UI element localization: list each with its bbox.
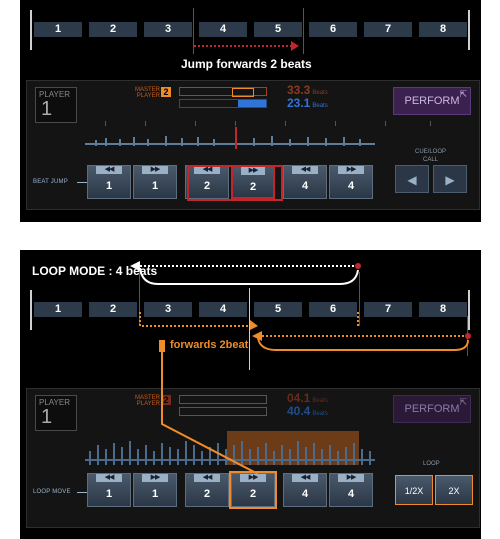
pad-1b[interactable]: ▶▶1 — [133, 165, 177, 199]
pad-4b[interactable]: ▶▶4 — [329, 473, 373, 507]
pad-group-4: ◀◀4 ▶▶4 — [283, 473, 373, 507]
beat-7: 7 — [364, 302, 412, 317]
loop-in-marker — [139, 272, 140, 326]
beat-5: 5 — [254, 22, 302, 37]
beat-ruler: 1 2 3 4 5 6 7 8 — [30, 10, 470, 50]
pad-group-1: ◀◀1 ▶▶1 — [87, 473, 177, 507]
pad-4a[interactable]: ◀◀4 — [283, 165, 327, 199]
jump-arrow-head — [291, 41, 299, 51]
blue-track-bar — [179, 99, 267, 108]
pad-2b-selected[interactable]: ▶▶2 — [231, 473, 275, 507]
jump-end-marker — [303, 8, 304, 54]
master-label: MASTER PLAYER — [135, 87, 161, 99]
ruler-right-edge — [468, 10, 470, 50]
beat-1: 1 — [34, 22, 82, 37]
pad-4b[interactable]: ▶▶4 — [329, 165, 373, 199]
tick-marks — [85, 121, 475, 127]
pad-group-2: ◀◀2 ▶▶2 — [185, 473, 275, 507]
new-loop-in-marker — [249, 288, 250, 370]
beat-2: 2 — [89, 302, 137, 317]
pad-1a[interactable]: ◀◀1 — [87, 473, 131, 507]
call-label: CALL — [423, 157, 439, 163]
perform-button[interactable]: PERFORM ⇱ — [393, 395, 471, 423]
pad-group-4: ◀◀4 ▶▶4 — [283, 165, 373, 199]
cue-call-left-button[interactable]: ◀ — [395, 165, 429, 193]
beat-5: 5 — [254, 302, 302, 317]
loop-mode-caption: LOOP MODE : 4 beats — [32, 264, 158, 278]
beat-4: 4 — [199, 302, 247, 317]
pad-1b[interactable]: ▶▶1 — [133, 473, 177, 507]
beat-6: 6 — [309, 22, 357, 37]
beat-1: 1 — [34, 302, 82, 317]
pad-2a[interactable]: ◀◀2 — [185, 165, 229, 199]
loop-buttons: 1/2X 2X — [395, 475, 475, 507]
pad-2b-selected[interactable]: ▶▶2 — [231, 165, 275, 199]
master-number: 2 — [161, 395, 171, 405]
jump-caption: Jump forwards 2 beats — [181, 57, 312, 71]
expand-icon: ⇱ — [459, 397, 467, 407]
loop-double-button[interactable]: 2X — [435, 475, 473, 505]
loop-move-arrows — [139, 312, 471, 351]
loop-half-button[interactable]: 1/2X — [395, 475, 433, 505]
gray-track-bar — [179, 395, 267, 404]
ruler-right-edge — [468, 290, 470, 330]
beat-7: 7 — [364, 22, 412, 37]
beat-8: 8 — [419, 302, 467, 317]
loop-move-panel: LOOP MODE : 4 beats 1 2 3 4 5 6 7 8 forw… — [20, 250, 481, 539]
jump-arrow-line — [194, 45, 292, 47]
loop-length-bracket — [130, 261, 361, 285]
beat-2: 2 — [89, 22, 137, 37]
pad-1a[interactable]: ◀◀1 — [87, 165, 131, 199]
player-box: PLAYER 1 — [35, 395, 77, 431]
waveform — [85, 127, 375, 149]
jump-start-marker — [193, 8, 194, 54]
perform-button[interactable]: PERFORM ⇱ — [393, 87, 471, 115]
beat-4: 4 — [199, 22, 247, 37]
beat-jump-label: BEAT JUMP — [33, 179, 68, 185]
loop-label: LOOP — [423, 461, 440, 467]
beat-ruler-loop: 1 2 3 4 5 6 7 8 — [30, 290, 470, 330]
beat-6: 6 — [309, 302, 357, 317]
orange-track-bar — [179, 87, 267, 97]
gray-track-bar-2 — [179, 407, 267, 416]
pad-2a[interactable]: ◀◀2 — [185, 473, 229, 507]
player-label: PLAYER — [39, 398, 70, 407]
pad-4a[interactable]: ◀◀4 — [283, 473, 327, 507]
player-number: 1 — [41, 406, 53, 428]
beat-8: 8 — [419, 22, 467, 37]
cue-loop-label: CUE/LOOP — [415, 149, 447, 155]
cue-call-right-button[interactable]: ▶ — [433, 165, 467, 193]
cue-call-group: ◀ ▶ — [395, 165, 471, 197]
loop-out-marker — [359, 272, 360, 326]
player-box: PLAYER 1 — [35, 87, 77, 123]
beat-3: 3 — [144, 22, 192, 37]
callout-connector — [161, 352, 259, 475]
master-number: 2 — [161, 87, 171, 97]
pad-group-2: ◀◀2 ▶▶2 — [185, 165, 275, 199]
beat-3: 3 — [144, 302, 192, 317]
forwards-caption: forwards 2beat — [170, 339, 249, 351]
beat-jump-panel: 1 2 3 4 5 6 7 8 Jump forwards 2 beats PL… — [20, 0, 481, 222]
expand-icon: ⇱ — [459, 89, 467, 99]
forwards-tag — [159, 340, 165, 352]
player-label: PLAYER — [39, 90, 70, 99]
loop-move-label: LOOP MOVE — [33, 489, 71, 495]
player-number: 1 — [41, 98, 53, 120]
pad-group-1: ◀◀1 ▶▶1 — [87, 165, 177, 199]
ruler-left-edge — [30, 290, 32, 330]
ruler-left-edge — [30, 10, 32, 50]
master-label: MASTER PLAYER — [135, 395, 161, 407]
